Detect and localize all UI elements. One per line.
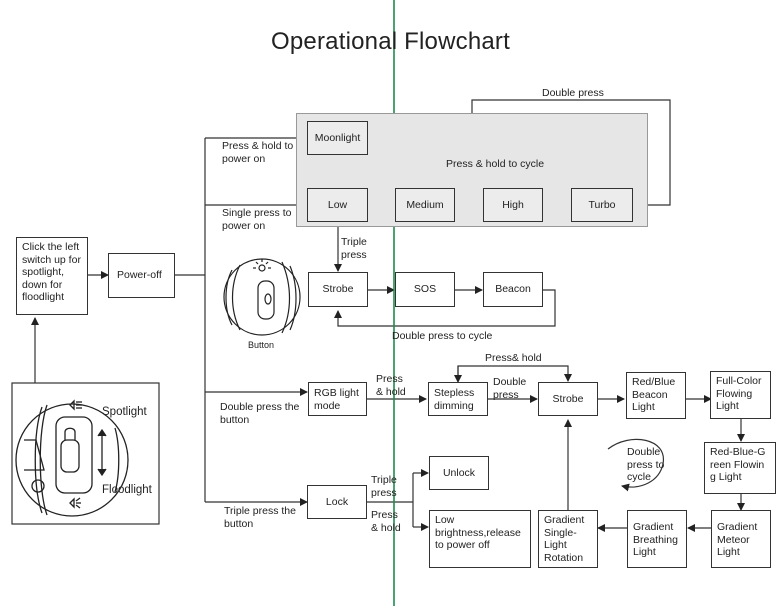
node-rgb-mode: RGB light mode <box>308 382 367 416</box>
node-gradient-meteor: Gradient Meteor Light <box>711 510 771 568</box>
node-rgb-flowing: Red-Blue-G reen Flowing Light <box>704 442 776 494</box>
node-full-color-flowing: Full-Color Flowing Light <box>710 371 771 419</box>
label-press-hold-lock: Press & hold <box>371 509 401 534</box>
node-switch-instruction: Click the left switch up for spotlight, … <box>16 237 88 315</box>
node-gradient-breathing: Gradient Breathing Light <box>627 510 687 568</box>
edge-beacon-loop <box>334 289 556 327</box>
node-lock: Lock <box>307 485 367 519</box>
node-medium: Medium <box>395 188 455 222</box>
label-triple-press-button: Triple press the button <box>224 505 296 530</box>
label-single-press-power-on: Single press to power on <box>222 207 292 232</box>
node-moonlight: Moonlight <box>307 121 368 155</box>
node-low-brightness: Low brightness,release to power off <box>429 510 531 568</box>
label-press-hold-power-on: Press & hold to power on <box>222 140 294 165</box>
node-gradient-rotation: Gradient Single-Light Rotation <box>538 510 598 568</box>
node-beacon: Beacon <box>483 272 543 307</box>
switch-illustration-frame <box>11 382 160 525</box>
node-stepless-dimming: Stepless dimming <box>428 382 488 416</box>
label-button-caption: Button <box>248 340 275 350</box>
edge-double-press-turbo <box>471 99 671 209</box>
label-spotlight: Spotlight <box>102 406 147 418</box>
cycle-curve-icon <box>607 438 664 492</box>
node-turbo: Turbo <box>571 188 633 222</box>
label-double-press-rgb: Double press <box>493 376 527 401</box>
page-title: Operational Flowchart <box>271 28 510 55</box>
label-press-hold-rgb: Press & hold <box>376 373 406 398</box>
node-unlock: Unlock <box>429 456 489 490</box>
label-press-hold-loop: Press& hold <box>485 352 542 364</box>
label-triple-press-strobe: Triple press <box>341 236 367 261</box>
node-red-blue-beacon: Red/Blue Beacon Light <box>626 372 686 419</box>
node-high: High <box>483 188 543 222</box>
label-double-press-cycle-rgb: Double press to cycle <box>627 446 665 483</box>
label-double-press-cycle-strobe: Double press to cycle <box>392 330 493 342</box>
label-press-hold-cycle: Press & hold to cycle <box>446 158 545 170</box>
node-sos: SOS <box>395 272 455 307</box>
switch-illustration <box>15 399 129 517</box>
button-illustration <box>223 258 301 336</box>
label-double-press-button: Double press the button <box>220 401 300 426</box>
node-rgb-strobe: Strobe <box>538 382 598 416</box>
node-strobe: Strobe <box>308 272 368 307</box>
label-double-press-top: Double press <box>542 87 604 99</box>
label-floodlight: Floodlight <box>102 484 152 496</box>
node-low: Low <box>307 188 368 222</box>
node-power-off: Power-off <box>108 253 175 298</box>
label-triple-press-unlock: Triple press <box>371 474 397 499</box>
